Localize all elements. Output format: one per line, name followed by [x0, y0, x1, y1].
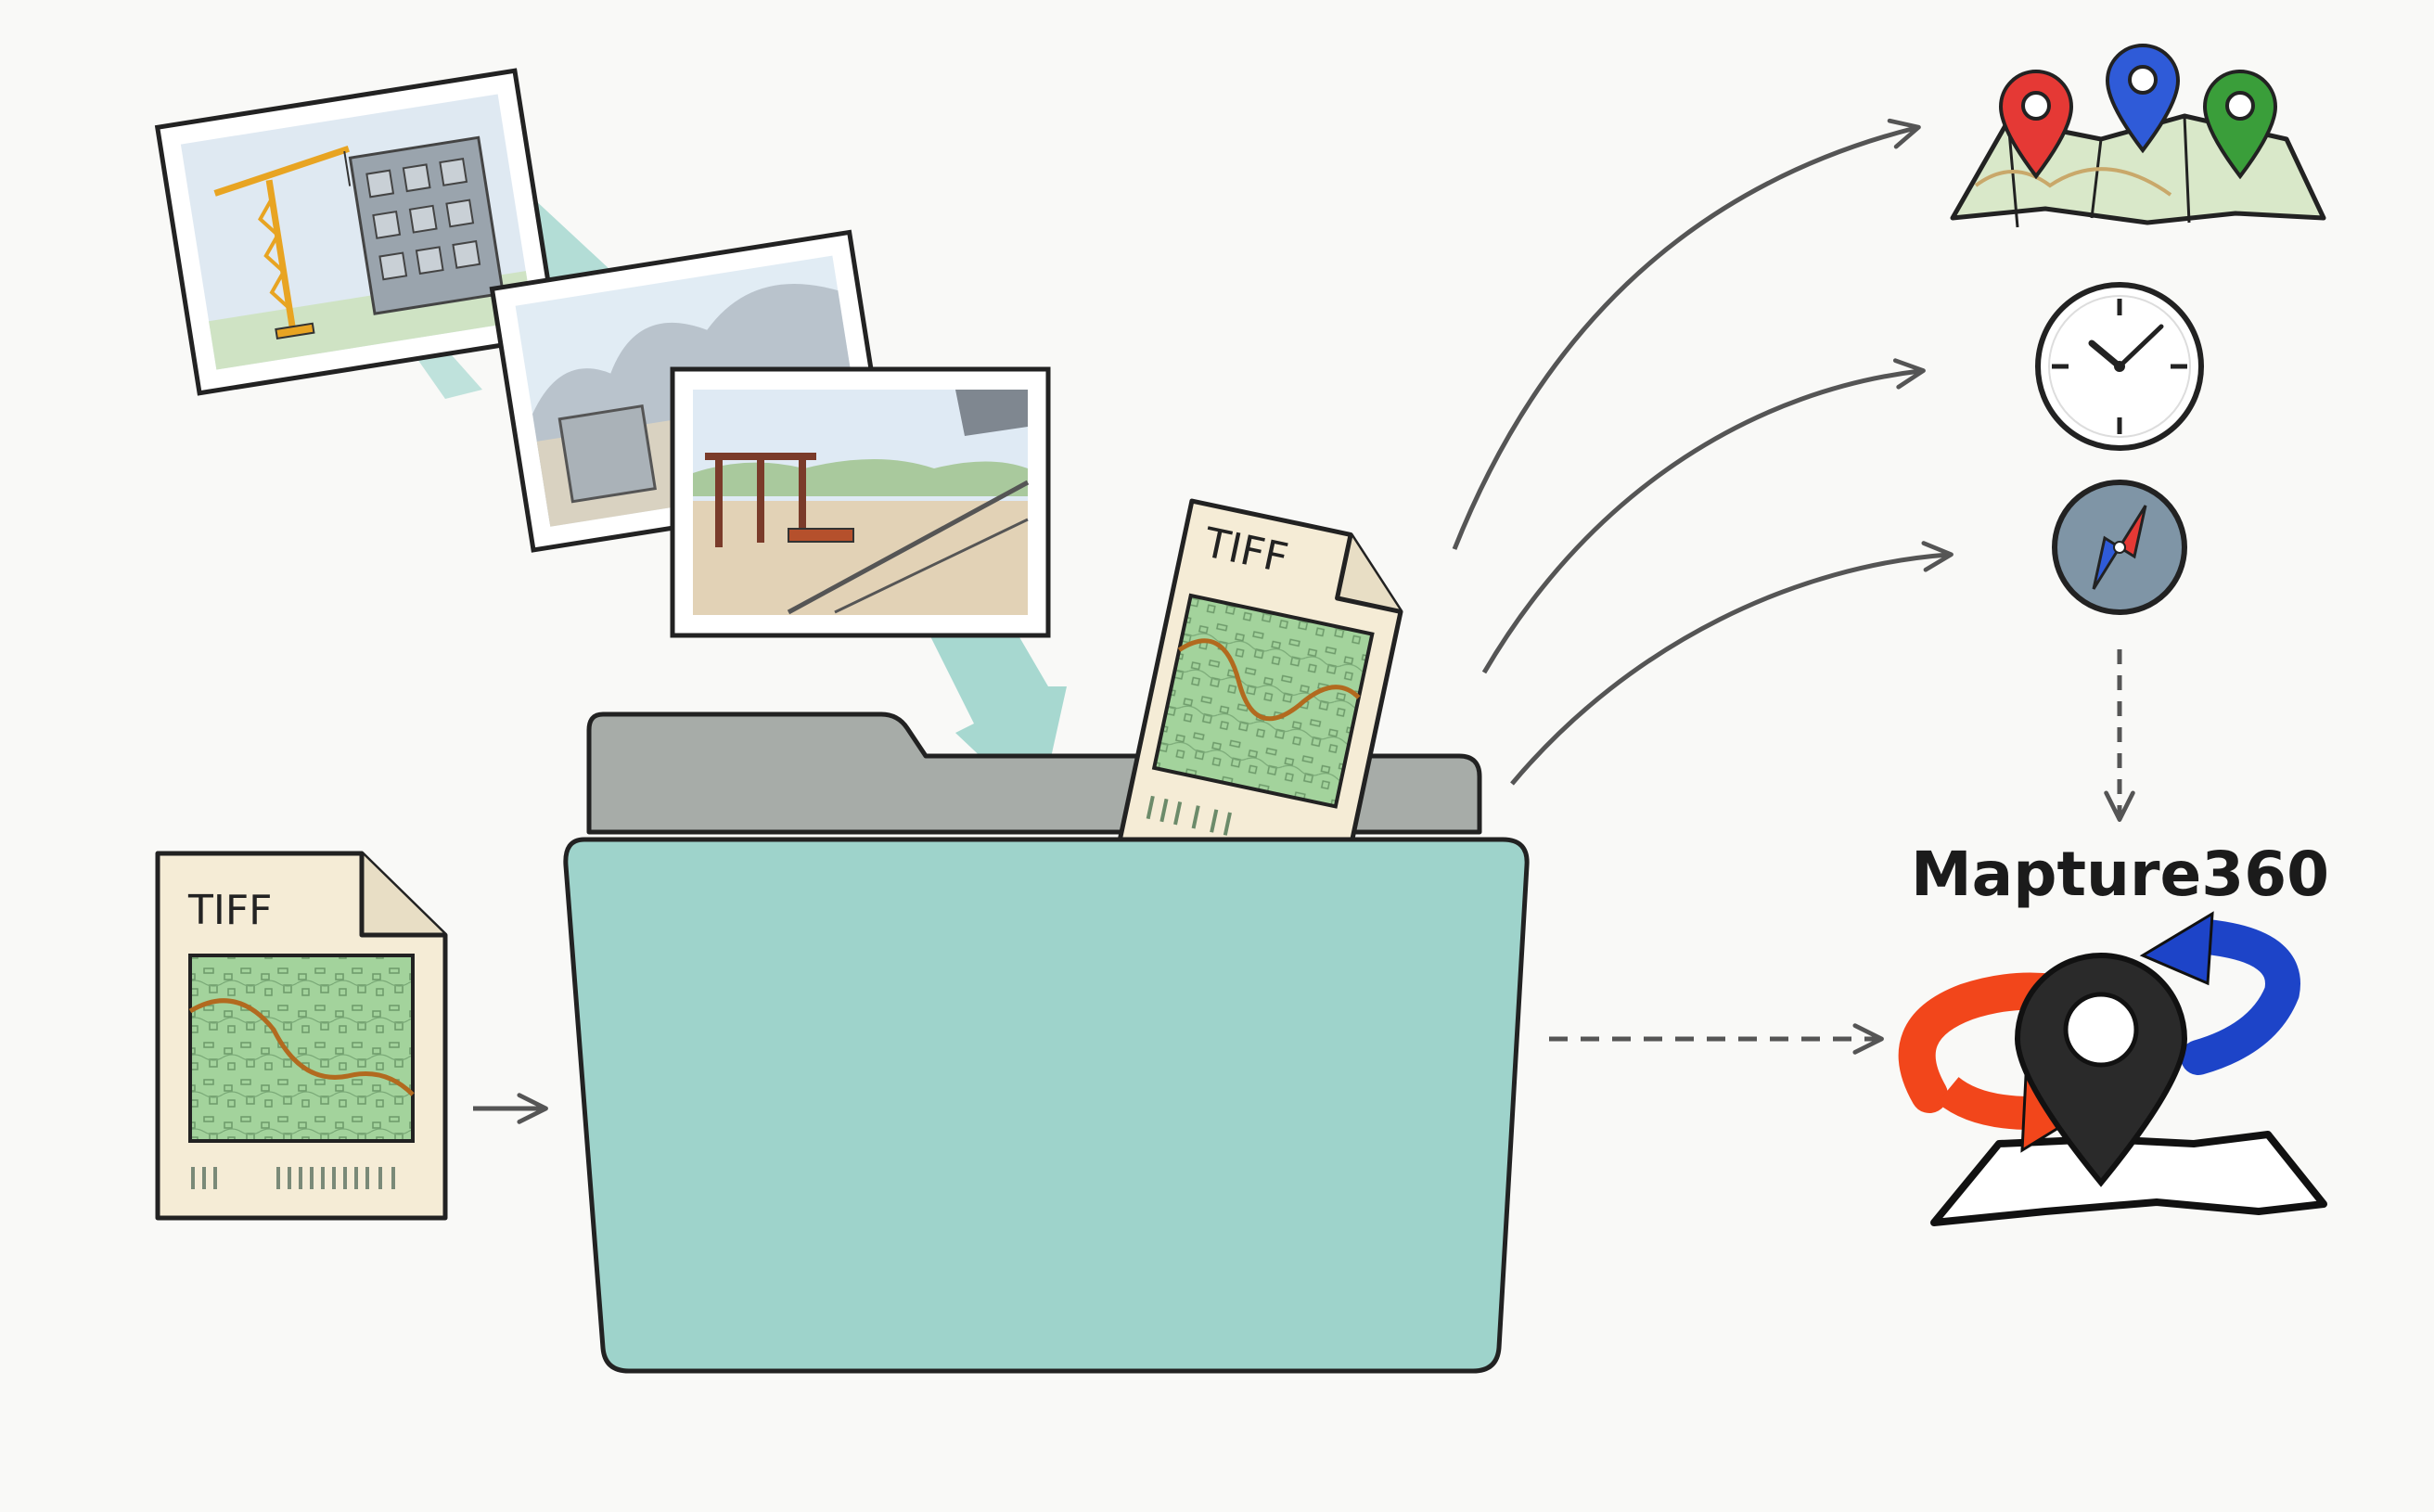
map-pins-icon — [1950, 44, 2326, 228]
tiff-map-file-icon: TIFF — [155, 851, 448, 1221]
compass-icon — [2052, 480, 2187, 615]
metadata-arrow-direction — [1510, 541, 1954, 786]
metadata-arrow-time — [1481, 358, 1926, 674]
clock-icon — [2035, 282, 2204, 451]
metadata-arrow-location — [1452, 118, 1921, 550]
construction-crane-photo — [154, 68, 560, 396]
mapture360-logo-icon — [1898, 911, 2327, 1226]
tiff-label: TIFF — [187, 887, 272, 934]
deck-construction-photo — [670, 366, 1051, 638]
tiff-map-file-icon-in-folder: TIFF — [1112, 498, 1403, 914]
folder-icon: TIFF — [563, 498, 1530, 1374]
brand-name: Mapture360 — [1911, 839, 2329, 910]
